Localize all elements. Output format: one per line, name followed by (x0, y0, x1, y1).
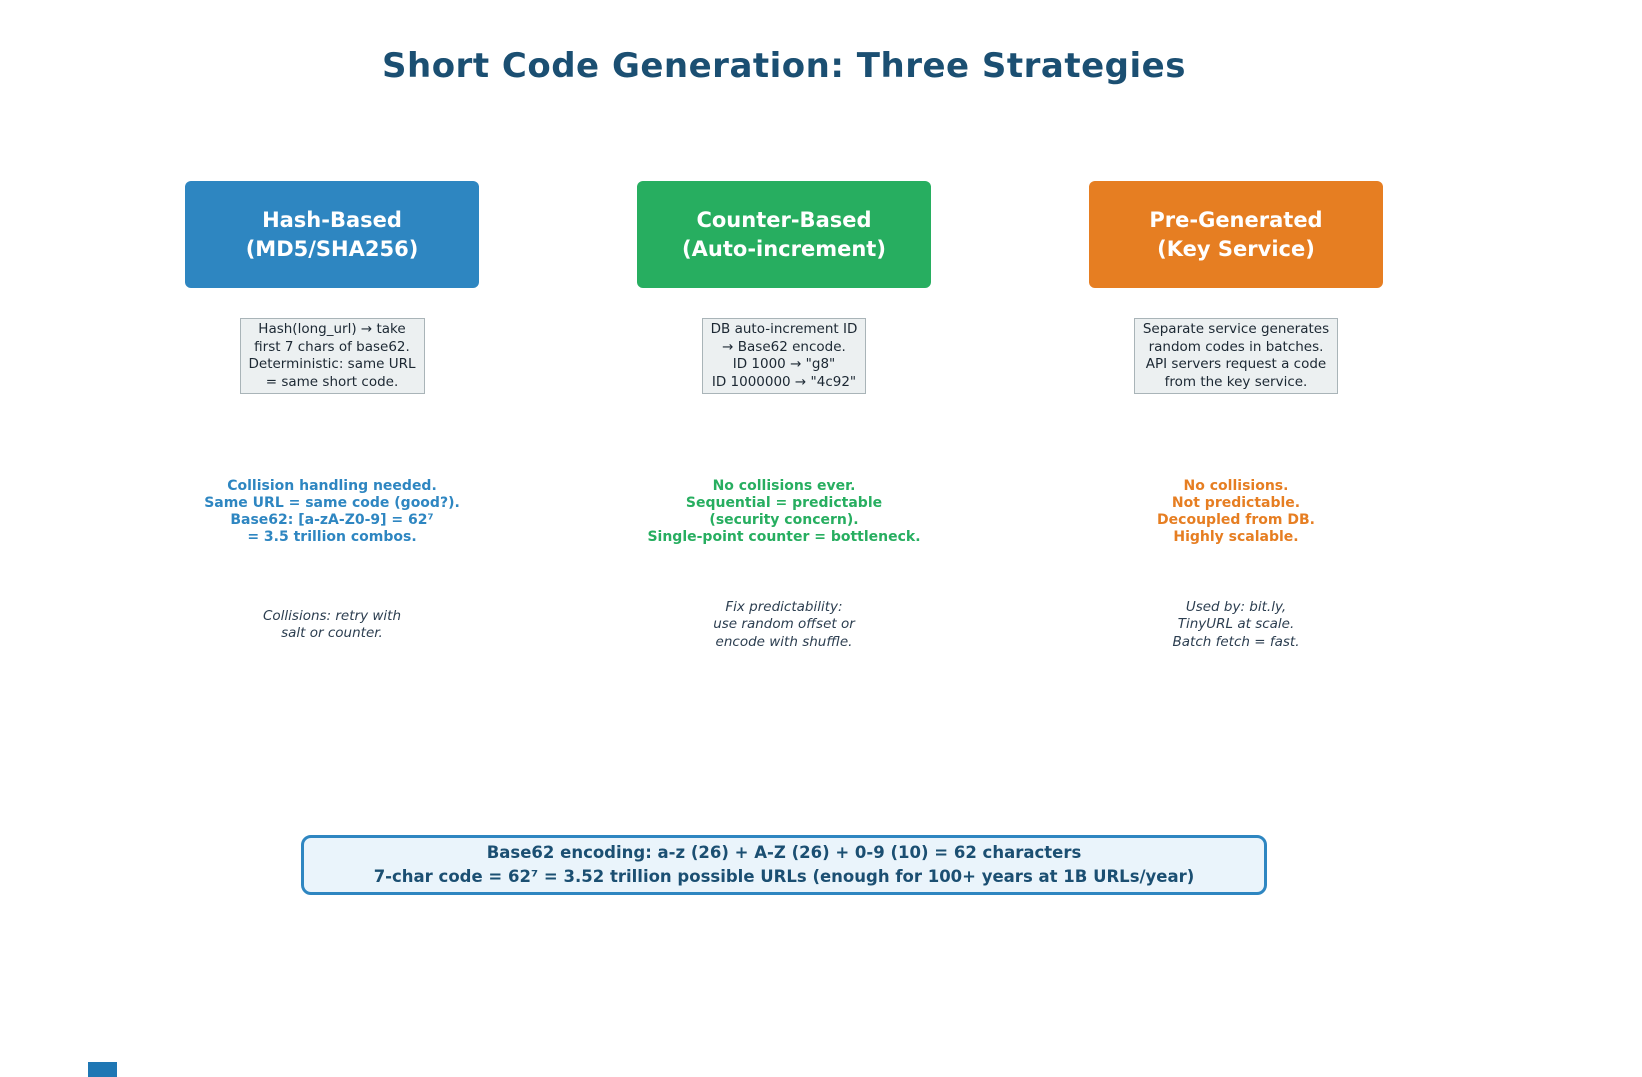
strategy-column-hash-based: Hash-Based (MD5/SHA256) Hash(long_url) →… (152, 0, 512, 1077)
tradeoffs-text-counter-based: No collisions ever. Sequential = predict… (647, 478, 921, 545)
strategy-header-pre-generated: Pre-Generated (Key Service) (1089, 181, 1383, 288)
strategy-column-counter-based: Counter-Based (Auto-increment) DB auto-i… (604, 0, 964, 1077)
note-text-counter-based: Fix predictability: use random offset or… (713, 598, 855, 650)
strategy-header-counter-based: Counter-Based (Auto-increment) (637, 181, 931, 288)
strategy-header-hash-based: Hash-Based (MD5/SHA256) (185, 181, 479, 288)
description-wrapper: Hash(long_url) → take first 7 chars of b… (152, 318, 512, 394)
description-box-counter-based: DB auto-increment ID → Base62 encode. ID… (701, 318, 867, 394)
strategy-column-pre-generated: Pre-Generated (Key Service) Separate ser… (1056, 0, 1416, 1077)
description-box-hash-based: Hash(long_url) → take first 7 chars of b… (239, 318, 425, 394)
description-wrapper: Separate service generates random codes … (1056, 318, 1416, 394)
base62-summary-box: Base62 encoding: a-z (26) + A-Z (26) + 0… (301, 835, 1267, 895)
tradeoffs-text-hash-based: Collision handling needed. Same URL = sa… (204, 478, 460, 545)
description-wrapper: DB auto-increment ID → Base62 encode. ID… (604, 318, 964, 394)
base62-summary-line2: 7-char code = 62⁷ = 3.52 trillion possib… (373, 867, 1195, 886)
base62-summary-line1: Base62 encoding: a-z (26) + A-Z (26) + 0… (486, 843, 1082, 862)
note-text-hash-based: Collisions: retry with salt or counter. (262, 607, 402, 642)
decorative-blue-mark (88, 1062, 117, 1077)
note-text-pre-generated: Used by: bit.ly, TinyURL at scale. Batch… (1172, 598, 1300, 650)
description-box-pre-generated: Separate service generates random codes … (1133, 318, 1339, 394)
tradeoffs-text-pre-generated: No collisions. Not predictable. Decouple… (1157, 478, 1315, 545)
page-title: Short Code Generation: Three Strategies (382, 46, 1186, 86)
